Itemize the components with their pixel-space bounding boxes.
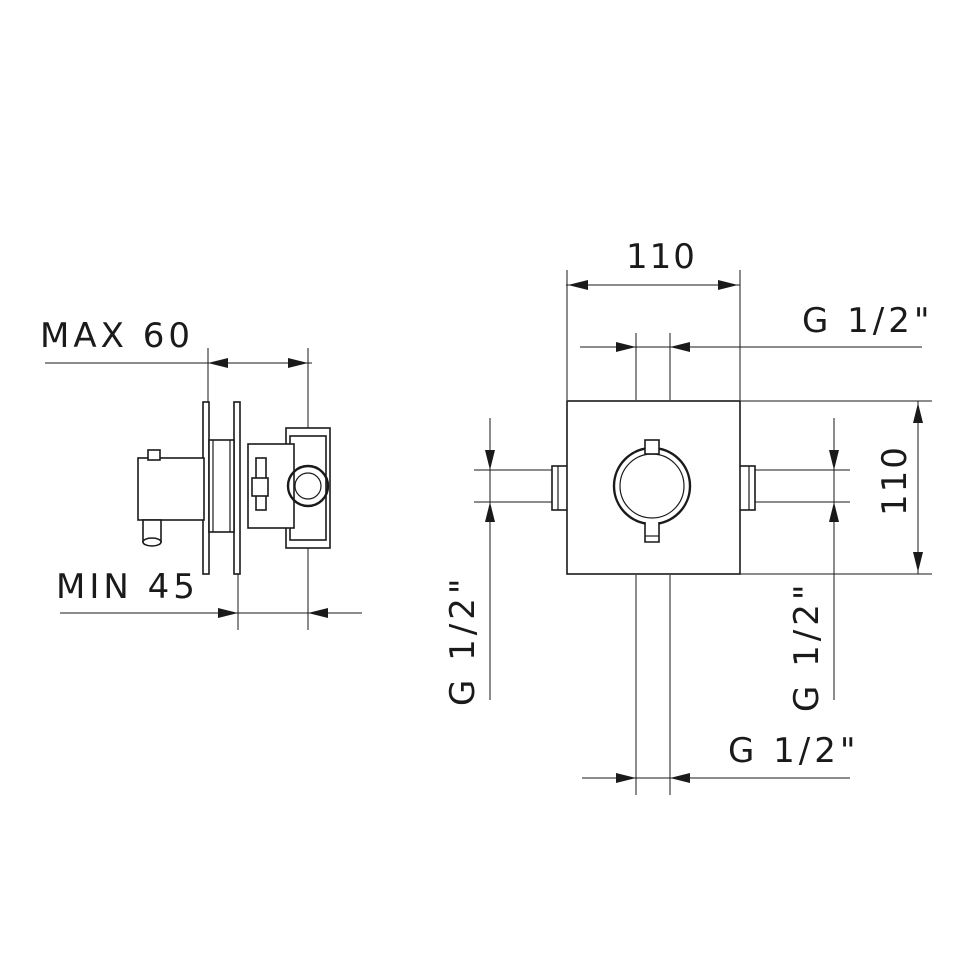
- left-connector: [551, 465, 569, 511]
- cover-plate: [566, 400, 741, 575]
- side-view: MAX 60 MIN 45: [40, 316, 362, 630]
- thread-left-arrow-top: [485, 450, 495, 470]
- max-arrow-right: [288, 358, 308, 368]
- handle-lever-tip: [142, 537, 162, 547]
- valve-body: [247, 427, 331, 549]
- outlet-port-inner: [294, 472, 322, 500]
- thread-bottom-label: G 1/2": [728, 731, 860, 771]
- handle-lever: [644, 522, 660, 543]
- min-arrow-right: [308, 608, 328, 618]
- thread-right-arrow-top: [829, 450, 839, 470]
- height-arrow-top: [913, 403, 923, 423]
- thread-right-arrow-bottom: [829, 502, 839, 522]
- max-depth-label: MAX 60: [40, 316, 194, 356]
- height-label: 110: [875, 445, 915, 516]
- front-view: 110 G 1/2" 110 G 1/2" G 1/2": [443, 237, 934, 795]
- width-label: 110: [626, 237, 697, 277]
- thread-right-label: G 1/2": [787, 580, 827, 712]
- min-arrow-left: [218, 608, 238, 618]
- height-arrow-bottom: [913, 552, 923, 572]
- thread-bottom-arrow-left: [616, 773, 636, 783]
- outlet-port: [286, 464, 330, 508]
- handle-indicator-mark: [644, 439, 660, 455]
- connector-body: [738, 465, 756, 511]
- connector-nut: [251, 477, 269, 497]
- thread-top-arrow-left: [616, 342, 636, 352]
- width-arrow-right: [718, 280, 738, 290]
- handle-indicator: [147, 449, 161, 461]
- thread-top-label: G 1/2": [802, 301, 934, 341]
- thread-left-arrow-bottom: [485, 502, 495, 522]
- wall-plate-inner: [233, 401, 241, 575]
- handle-knob: [137, 457, 205, 521]
- min-depth-label: MIN 45: [56, 567, 199, 607]
- right-connector: [738, 465, 756, 511]
- max-arrow-left: [208, 358, 228, 368]
- width-arrow-left: [568, 280, 588, 290]
- rotary-handle: [612, 439, 692, 543]
- thread-bottom-arrow-right: [670, 773, 690, 783]
- thread-left-label: G 1/2": [443, 574, 483, 706]
- connector-body: [551, 465, 569, 511]
- thread-top-arrow-right: [670, 342, 690, 352]
